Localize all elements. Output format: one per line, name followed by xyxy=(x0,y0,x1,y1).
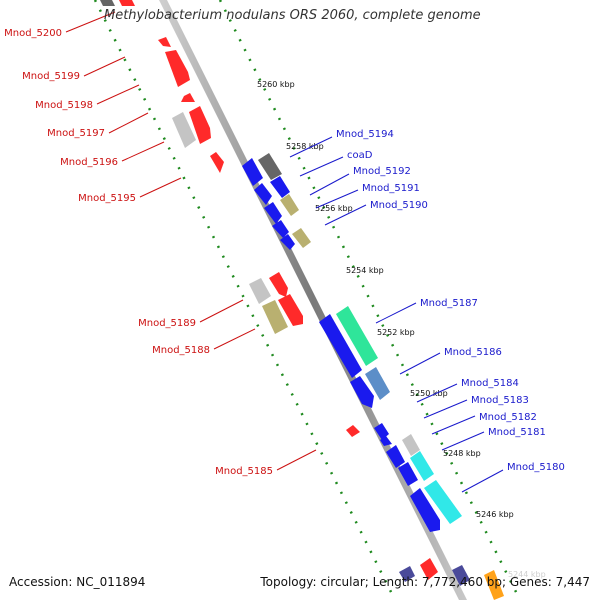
gene-label: coaD xyxy=(347,150,373,161)
gene-label: Mnod_5182 xyxy=(479,412,537,423)
scale-label: 5250 kbp xyxy=(410,389,448,398)
scale-label: 5260 kbp xyxy=(257,80,295,89)
cds-feature xyxy=(272,220,289,238)
gene-label: Mnod_5200 xyxy=(4,28,62,39)
reverse-gene-labels: Mnod_5200 Mnod_5199 Mnod_5198 Mnod_5197 … xyxy=(4,11,317,477)
cds-feature xyxy=(262,300,288,334)
cds-feature xyxy=(319,314,362,378)
cds-feature xyxy=(420,558,438,580)
gene-label: Mnod_5189 xyxy=(138,318,196,329)
gene-label: Mnod_5184 xyxy=(461,378,519,389)
map-title: Methylobacterium nodulans ORS 2060, comp… xyxy=(104,8,481,23)
gene-label: Mnod_5180 xyxy=(507,462,565,473)
cds-feature xyxy=(254,183,272,205)
cds-feature xyxy=(269,272,288,297)
gene-label: Mnod_5186 xyxy=(444,347,502,358)
gene-label: Mnod_5183 xyxy=(471,395,529,406)
cds-feature xyxy=(386,445,405,468)
cds-feature xyxy=(374,423,389,440)
cds-feature xyxy=(278,294,303,326)
cds-feature xyxy=(100,0,115,6)
accession-label: Accession: NC_011894 xyxy=(9,575,146,589)
scale-labels: 5260 kbp 5258 kbp 5256 kbp 5254 kbp 5252… xyxy=(257,80,546,579)
cds-feature xyxy=(264,202,282,224)
gene-label: Mnod_5187 xyxy=(420,298,478,309)
cds-feature xyxy=(365,367,390,400)
gene-label: Mnod_5198 xyxy=(35,100,93,111)
cds-feature xyxy=(292,228,311,248)
scale-label: 5248 kbp xyxy=(443,449,481,458)
cds-feature xyxy=(484,570,504,600)
cds-feature xyxy=(181,93,195,102)
cds-feature xyxy=(258,153,282,180)
forward-gene-labels: Mnod_5194 coaD Mnod_5192 Mnod_5191 Mnod_… xyxy=(289,129,565,493)
cds-feature xyxy=(242,158,263,186)
forward-strand-features xyxy=(242,153,504,600)
cds-feature xyxy=(158,37,171,47)
cds-feature xyxy=(172,112,196,148)
gene-label: Mnod_5191 xyxy=(362,183,420,194)
gene-label: Mnod_5181 xyxy=(488,427,546,438)
gene-label: Mnod_5185 xyxy=(215,466,273,477)
cds-feature xyxy=(270,176,290,198)
cds-feature xyxy=(280,234,295,250)
scale-label: 5244 kbp xyxy=(508,570,546,579)
cds-feature xyxy=(249,278,271,304)
scale-label: 5252 kbp xyxy=(377,328,415,337)
gene-label: Mnod_5194 xyxy=(336,129,394,140)
cds-feature xyxy=(380,436,392,446)
inner-tick-ring xyxy=(93,0,397,600)
reverse-strand-features xyxy=(100,0,438,582)
cds-feature xyxy=(210,152,224,173)
cds-feature xyxy=(410,451,434,481)
gene-label: Mnod_5190 xyxy=(370,200,428,211)
scale-label: 5254 kbp xyxy=(346,266,384,275)
gene-label: Mnod_5188 xyxy=(152,345,210,356)
cds-feature xyxy=(165,50,190,87)
outer-tick-ring xyxy=(218,0,522,600)
gene-label: Mnod_5195 xyxy=(78,193,136,204)
cds-feature xyxy=(410,488,440,532)
cds-feature xyxy=(336,306,378,366)
cds-feature xyxy=(398,462,418,486)
scale-label: 5246 kbp xyxy=(476,510,514,519)
cds-feature xyxy=(452,565,470,586)
cds-feature xyxy=(346,425,360,437)
cds-feature xyxy=(350,376,374,408)
cds-feature xyxy=(189,106,211,144)
cds-feature xyxy=(280,194,299,216)
genome-summary: Topology: circular; Length: 7,772,460 bp… xyxy=(260,575,590,589)
cds-feature xyxy=(399,566,415,582)
gene-label: Mnod_5199 xyxy=(22,71,80,82)
gene-label: Mnod_5197 xyxy=(47,128,105,139)
cds-feature xyxy=(402,434,420,456)
scale-label: 5256 kbp xyxy=(315,204,353,213)
gene-label: Mnod_5196 xyxy=(60,157,118,168)
cds-feature xyxy=(119,0,135,6)
cds-feature xyxy=(424,480,462,524)
gene-label: Mnod_5192 xyxy=(353,166,411,177)
scale-label: 5258 kbp xyxy=(286,142,324,151)
